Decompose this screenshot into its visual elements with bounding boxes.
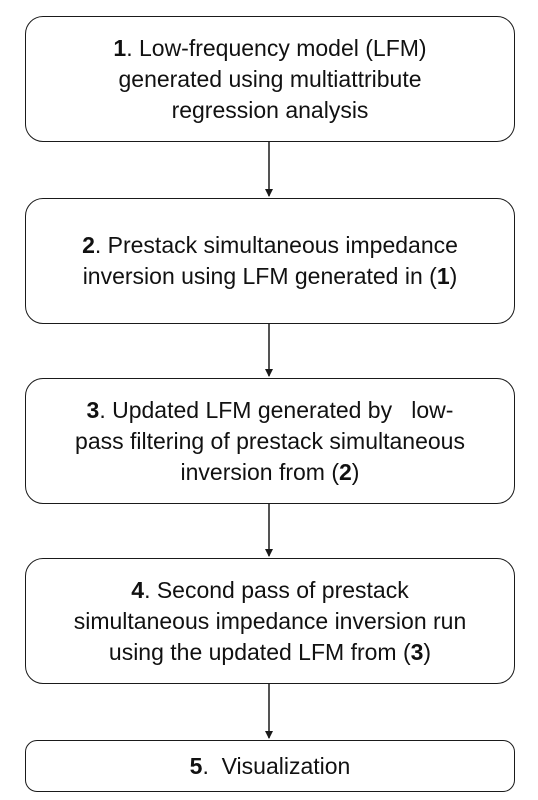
step-1-box: 1. Low-frequency model (LFM) generated u… [25,16,515,142]
step-4-number: 4 [131,576,145,603]
step-3-line-3-text: inversion from ( [180,458,339,485]
step-3-line-1-text: . Updated LFM generated by low- [99,396,454,423]
step-3-reference: 2 [339,458,352,485]
step-5-text: 5. Visualization [178,751,363,782]
step-2-line-2-text: inversion using LFM generated in ( [82,263,437,289]
step-4-line-3-close: ) [423,638,432,665]
step-4-line-2: simultaneous impedance inversion run [73,607,467,634]
step-4-line-3-text: using the updated LFM from ( [108,638,411,665]
step-1-line-2: generated using multiattribute [118,65,422,92]
step-4-reference: 3 [410,638,424,665]
step-3-line-1: 3. Updated LFM generated by low- [75,395,465,426]
step-1-line-1-text: . Low-frequency model (LFM) [126,34,427,61]
step-5-line-1: 5. Visualization [190,751,351,782]
step-2-reference: 1 [436,263,450,289]
step-3-number: 3 [86,396,100,423]
step-4-box: 4. Second pass of prestack simultaneous … [25,558,515,684]
step-2-line-1: 2. Prestack simultaneous impedance [82,230,458,261]
step-3-line-3: inversion from (2) [75,457,465,488]
step-3-box: 3. Updated LFM generated by low- pass fi… [25,378,515,504]
step-1-number: 1 [113,34,127,61]
step-2-box: 2. Prestack simultaneous impedance inver… [25,198,515,324]
step-2-line-1-text: . Prestack simultaneous impedance [94,232,458,258]
step-5-number: 5 [189,752,203,779]
step-1-text: 1. Low-frequency model (LFM) generated u… [101,33,438,126]
step-2-text: 2. Prestack simultaneous impedance inver… [70,230,470,292]
step-1-line-1: 1. Low-frequency model (LFM) [113,33,426,64]
step-5-box: 5. Visualization [25,740,515,792]
step-4-line-1-text: . Second pass of prestack [144,576,409,603]
step-2-line-2: inversion using LFM generated in (1) [82,261,458,292]
step-4-text: 4. Second pass of prestack simultaneous … [62,575,479,668]
step-3-line-3-close: ) [351,458,360,485]
step-3-line-2: pass filtering of prestack simultaneous [75,427,465,454]
step-5-line-1-text: . Visualization [202,752,351,779]
step-4-line-3: using the updated LFM from (3) [74,637,467,668]
step-1-line-3: regression analysis [171,96,369,123]
step-4-line-1: 4. Second pass of prestack [74,575,467,606]
step-2-number: 2 [82,232,95,258]
step-3-text: 3. Updated LFM generated by low- pass fi… [63,395,477,488]
step-2-line-2-close: ) [449,263,458,289]
